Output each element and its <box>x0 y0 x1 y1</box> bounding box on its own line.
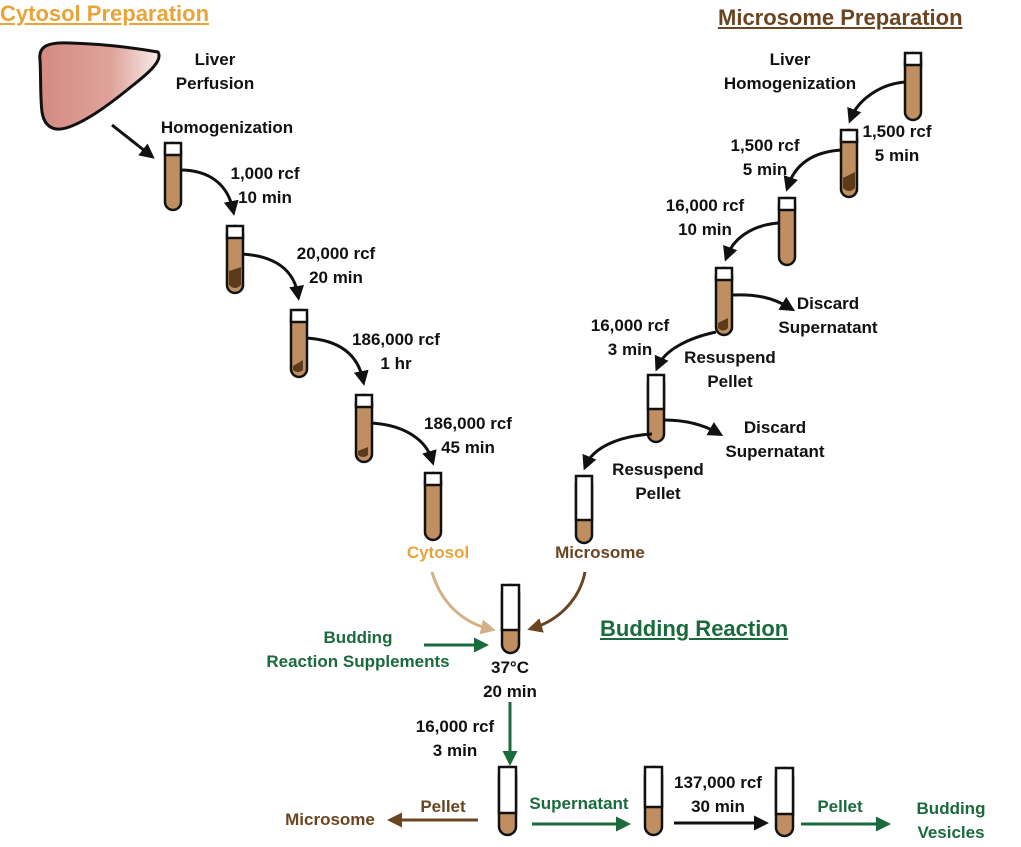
arrow-micro-resuspend-2 <box>582 432 653 471</box>
tube-microsome-4 <box>714 266 734 337</box>
microsome-spin-1-label: 1,500 rcf 5 min <box>862 122 932 165</box>
microsome-title: Microsome Preparation <box>718 5 963 30</box>
tube-budding-reaction <box>500 583 521 655</box>
budding-spin-1-label: 16,000 rcf 3 min <box>415 717 495 760</box>
tube-microsome-6 <box>574 474 594 545</box>
arrow-micro-spin-3 <box>723 221 780 262</box>
discard-2-label: Discard Supernatant <box>725 418 825 461</box>
arrow-micro-spin-1 <box>847 80 906 124</box>
arrow-micro-discard-2 <box>663 418 724 436</box>
arrow-cyto-spin-3 <box>305 336 369 386</box>
supernatant-label: Supernatant <box>529 794 629 813</box>
budding-title: Budding Reaction <box>600 616 789 641</box>
cytosol-spin-4-label: 186,000 rcf 45 min <box>424 414 512 457</box>
pellet-microsome-label: Microsome <box>285 810 375 829</box>
tube-cytosol-4 <box>354 393 374 464</box>
budding-spin-2-label: 137,000 rcf 30 min <box>674 773 762 816</box>
microsome-spin-4-label: 16,000 rcf 3 min <box>590 316 670 359</box>
arrow-cytosol-to-reaction <box>430 571 496 635</box>
arrow-cyto-spin-1 <box>179 168 239 216</box>
arrow-micro-spin-2 <box>783 148 842 192</box>
pellet-2-label: Pellet <box>817 797 863 816</box>
resuspend-2-label: Resuspend Pellet <box>612 460 704 503</box>
budding-vesicles-label: Budding Vesicles <box>916 799 986 842</box>
tube-microsome-2 <box>839 128 859 199</box>
tube-cytosol-3 <box>289 308 309 379</box>
cytosol-spin-3-label: 186,000 rcf 1 hr <box>352 330 440 373</box>
arrow-microsome-to-reaction <box>527 571 587 633</box>
pellet-label: Pellet <box>420 797 466 816</box>
tube-cytosol-2 <box>225 224 245 295</box>
cytosol-spin-1-label: 1,000 rcf 10 min <box>230 164 300 207</box>
liver-icon <box>38 41 161 131</box>
arrow-cyto-spin-2 <box>241 252 304 301</box>
tube-cytosol-1 <box>163 141 183 212</box>
resuspend-1-label: Resuspend Pellet <box>684 348 776 391</box>
tube-vesicles <box>774 766 795 838</box>
discard-1-label: Discard Supernatant <box>778 294 878 337</box>
cytosol-spin-2-label: 20,000 rcf 20 min <box>296 244 376 287</box>
arrow-cyto-spin-4 <box>370 421 437 466</box>
supplements-label: Budding Reaction Supplements <box>266 628 450 671</box>
arrow-liver-to-homogenization <box>111 123 155 159</box>
homogenization-label: Homogenization <box>160 118 294 137</box>
microsome-product-label: Microsome <box>555 543 645 562</box>
incubation-label: 37°C 20 min <box>483 658 537 701</box>
tube-microsome-1 <box>903 51 923 122</box>
liver-homogenization-label: Liver Homogenization <box>723 50 857 93</box>
arrow-micro-discard-1 <box>731 293 796 312</box>
tube-cytosol-5 <box>423 471 443 542</box>
tube-microsome-5 <box>646 373 666 444</box>
tube-budding-spin <box>497 765 518 837</box>
tube-microsome-3 <box>777 196 797 267</box>
tube-supernatant <box>643 765 664 837</box>
microsome-spin-3-label: 16,000 rcf 10 min <box>665 196 745 239</box>
liver-perfusion-label: Liver Perfusion <box>175 50 255 93</box>
cytosol-title: Cytosol Preparation <box>0 1 210 26</box>
microsome-spin-2-label: 1,500 rcf 5 min <box>730 136 800 179</box>
cytosol-product-label: Cytosol <box>406 543 470 562</box>
arrow-micro-spin-4 <box>654 330 717 372</box>
